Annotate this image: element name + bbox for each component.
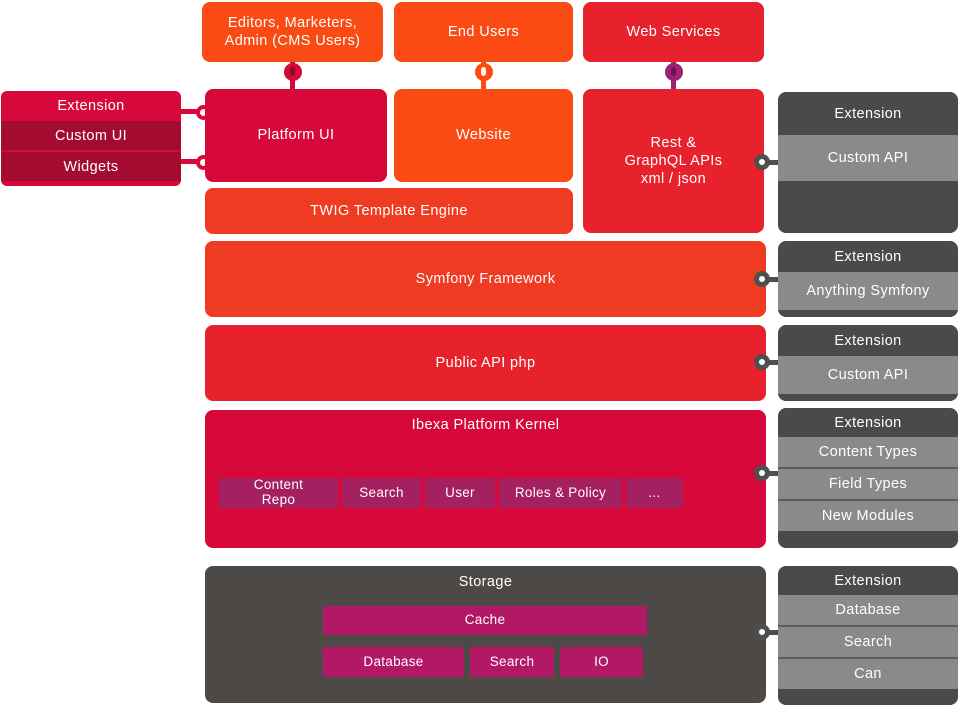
twig-engine-box: TWIG Template Engine [205,188,573,234]
extension-header: Extension [834,572,902,589]
rest-graphql-api-box: Rest & GraphQL APIs xml / json [583,89,764,233]
right-extension-rest: Extension Custom API [778,92,958,233]
connector-dot-icon [754,624,770,640]
extension-row: New Modules [778,499,958,531]
actor-web-services-label: Web Services [626,23,721,40]
extension-row: Widgets [1,152,181,181]
extension-header: Extension [57,98,125,114]
actor-cms-users-label: Editors, Marketers, Admin (CMS Users) [224,14,361,49]
storage-title: Storage [458,574,513,590]
public-api-label: Public API php [435,354,536,371]
kernel-module: Roles & Policy [499,478,622,508]
pin-icon [284,63,302,81]
right-extension-storage: Extension Database Search Can [778,566,958,705]
connector-line [181,109,205,114]
extension-row: Custom API [778,356,958,394]
pin-icon [665,63,683,81]
extension-header: Extension [834,248,902,265]
actor-end-users-label: End Users [447,23,520,40]
symfony-framework-label: Symfony Framework [415,270,556,287]
kernel-title: Ibexa Platform Kernel [411,417,560,433]
connector-dot-icon [754,354,770,370]
pin-slot-icon [290,67,295,76]
extension-row: Anything Symfony [778,272,958,310]
pin-slot-icon [481,67,486,76]
platform-ui-box: Platform UI [205,89,387,182]
connector-line [762,360,780,365]
actor-web-services-box: Web Services [583,2,764,62]
right-extension-symfony: Extension Anything Symfony [778,241,958,317]
connector-line [762,160,780,165]
kernel-module: Search [342,478,421,508]
storage-cache-module: Cache [323,606,647,635]
connector-line [762,471,780,476]
actor-end-users-box: End Users [394,2,573,62]
pin-slot-icon [671,67,676,76]
storage-module: IO [560,647,643,677]
extension-row: Search [778,625,958,657]
extension-header: Extension [834,105,902,122]
connector-line [762,630,780,635]
extension-row: Content Types [778,437,958,467]
platform-ui-label: Platform UI [257,127,335,144]
symfony-framework-box: Symfony Framework [205,241,766,317]
storage-module: Database [323,647,464,677]
right-extension-public-api: Extension Custom API [778,325,958,401]
public-api-box: Public API php [205,325,766,401]
pin-icon [475,63,493,81]
website-box: Website [394,89,573,182]
kernel-module: ... [626,478,683,508]
connector-line [762,277,780,282]
storage-module-row: Database Search IO [323,647,643,677]
extension-row: Field Types [778,467,958,499]
right-extension-kernel: Extension Content Types Field Types New … [778,408,958,548]
kernel-module: User [425,478,495,508]
extension-row: Database [778,595,958,625]
connector-line [181,159,205,164]
kernel-module: Content Repo [219,477,338,508]
twig-engine-label: TWIG Template Engine [310,202,468,219]
connector-dot-icon [754,154,770,170]
extension-row: Custom UI [1,121,181,150]
actor-cms-users-box: Editors, Marketers, Admin (CMS Users) [202,2,383,62]
extension-row: Custom API [778,135,958,181]
connector-dot-icon [754,271,770,287]
connector-dot-icon [754,465,770,481]
kernel-module-row: Content Repo Search User Roles & Policy … [219,477,683,508]
left-extension-panel: Extension Custom UI Widgets [1,91,181,186]
storage-module: Search [470,647,554,677]
website-label: Website [456,127,511,144]
extension-header: Extension [834,332,902,349]
rest-graphql-api-label: Rest & GraphQL APIs xml / json [624,134,723,188]
extension-header: Extension [834,414,902,431]
extension-row: Can [778,657,958,689]
